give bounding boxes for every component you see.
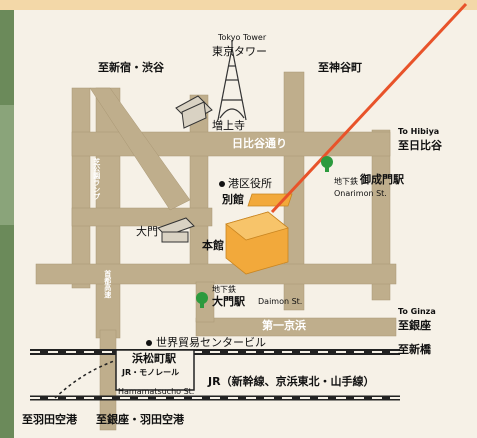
hotel-buildings [225, 193, 293, 275]
tokyo-tower-icon [217, 40, 247, 121]
gate-icon [157, 217, 195, 243]
to-ginza-jp-label: 至銀座 [398, 319, 431, 332]
photo-strip-detail [0, 105, 14, 225]
to-hibiya-en-label: To Hibiya [398, 127, 440, 136]
hibiya-dori-label: 日比谷通り [232, 137, 287, 150]
onarimon-st-en-label: Onarimon St. [334, 189, 387, 198]
road-diagonal-ramp [89, 87, 191, 211]
main-building-label: 本館 [202, 239, 224, 252]
pointer-line [270, 2, 468, 214]
to-ginza-en-label: To Ginza [398, 307, 436, 316]
subway-daimon-label: 地下鉄 [212, 285, 236, 294]
location-dot-icon [146, 340, 152, 346]
hamamatsucho-station-label: 浜松町駅 [132, 352, 176, 365]
minato-ward-office-label: 港区役所 [228, 177, 272, 190]
top-strip [0, 0, 477, 10]
jr-lines-label: JR（新幹線、京浜東北・山手線） [208, 375, 375, 388]
dai-ichi-keihin-label: 第一京浜 [262, 319, 306, 332]
hamamatsucho-st-en-label: Hamamatsucho St. [118, 387, 195, 396]
tokyo-tower-en-label: Tokyo Tower [218, 33, 267, 42]
tree-icon [196, 292, 208, 308]
to-hibiya-jp-label: 至日比谷 [398, 139, 442, 152]
subway-onarimon-label: 地下鉄 [334, 177, 358, 186]
onarimon-station-label: 御成門駅 [360, 173, 404, 186]
daimon-station-label: 大門駅 [212, 295, 245, 308]
to-kamiyacho-label: 至神谷町 [318, 61, 362, 74]
shuto-ramp-label: 芝公園ランプ [92, 158, 101, 200]
temple-icon [175, 95, 213, 129]
railway [30, 349, 400, 401]
road-vertical-far-left [71, 87, 91, 289]
to-shinjuku-shibuya-label: 至新宿・渋谷 [98, 61, 164, 74]
road-vertical-far-right [371, 129, 391, 301]
jr-monorail-label: JR・モノレール [122, 368, 180, 377]
to-ginza-haneda-label: 至銀座・羽田空港 [96, 413, 184, 426]
daimon-st-en-label: Daimon St. [258, 297, 303, 306]
to-haneda-label: 至羽田空港 [22, 413, 77, 426]
road-horizontal-daimon [35, 263, 397, 285]
location-dot-icon [219, 181, 225, 187]
road-vertical-right [283, 71, 305, 311]
hamamatsucho-station-box [115, 349, 195, 391]
road-horizontal-keihin [195, 317, 397, 337]
world-trade-center-label: 世界貿易センタービル [156, 336, 266, 349]
tokyo-tower-jp-label: 東京タワー [212, 45, 267, 58]
main-building-top [225, 211, 289, 241]
to-shimbashi-label: 至新橋 [398, 343, 431, 356]
zojoji-label: 増上寺 [212, 119, 245, 132]
annex-label: 別館 [222, 193, 244, 206]
daimon-label: 大門 [136, 225, 158, 238]
road-network [35, 71, 397, 431]
highway-label: 首都高速 [103, 270, 112, 298]
tree-icon [321, 156, 333, 172]
